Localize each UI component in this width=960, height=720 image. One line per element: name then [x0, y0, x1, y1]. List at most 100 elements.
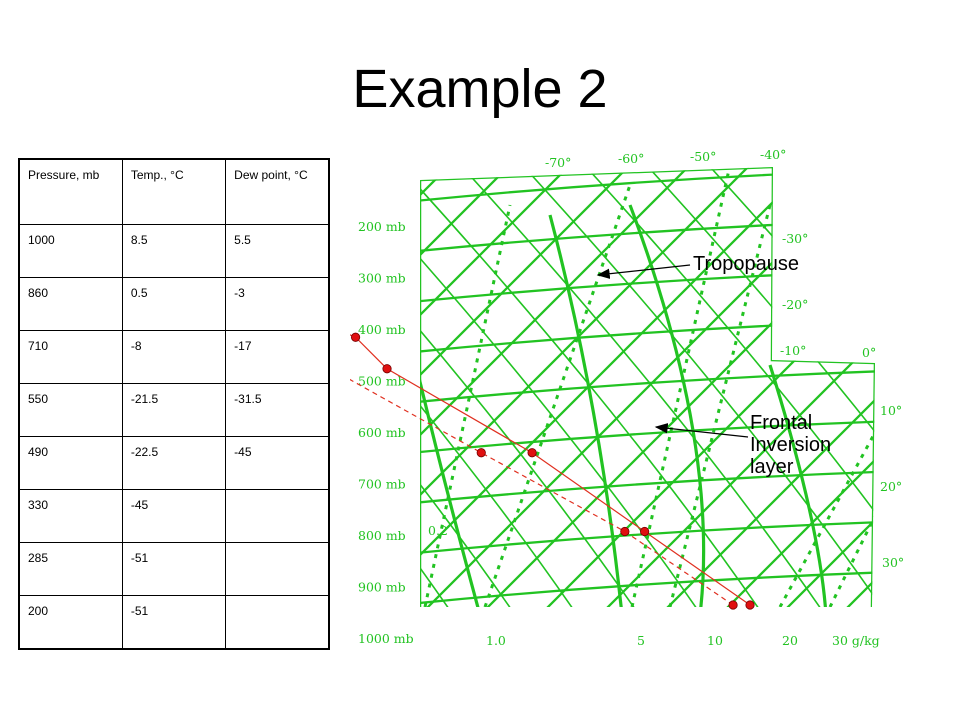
pressure-label: 700 mb: [358, 477, 406, 492]
moist-adiabat-line: [548, 214, 624, 607]
temperature-point: [350, 332, 361, 342]
mixing-ratio-label: 5: [637, 633, 645, 648]
annotation-frontal-inversion: Frontal Inversion layer: [750, 412, 832, 478]
tropopause-arrow: [596, 264, 691, 279]
isotherm-label-right: 20°: [880, 479, 902, 494]
isotherm-line: [420, 167, 771, 607]
isobar-line: [420, 469, 875, 505]
cell-temperature: 0.5: [121, 277, 227, 331]
cell-temperature: -51: [121, 542, 227, 596]
isobar-line: [420, 419, 875, 455]
table-row: 200-51: [18, 595, 330, 650]
table-row: 330-45: [18, 489, 330, 543]
pressure-label: 300 mb: [358, 271, 406, 286]
pressure-label: 800 mb: [358, 528, 406, 543]
table-row: 285-51: [18, 542, 330, 596]
slide-title: Example 2: [352, 59, 608, 119]
cell-dew-point: 5.5: [225, 224, 330, 278]
mixing-ratio-line: [483, 184, 632, 607]
temperature-point: [640, 526, 650, 537]
cell-pressure: 490: [18, 436, 123, 490]
pressure-label: 1000 mb: [358, 631, 414, 646]
mixing-ratio-line: [778, 404, 875, 607]
table-row: 550-21.5-31.5: [18, 383, 330, 437]
isotherm-line: [589, 167, 875, 607]
pressure-label: 900 mb: [358, 580, 406, 595]
cell-dew-point: [225, 542, 330, 596]
cell-dew-point: -17: [225, 330, 330, 384]
cell-temperature: 8.5: [121, 224, 227, 278]
cell-temperature: -45: [121, 489, 227, 543]
table-row: 710-8-17: [18, 330, 330, 384]
table-header-row: Pressure, mb Temp., °C Dew point, °C: [18, 158, 330, 225]
mixing-ratio-label: 30 g/kg: [832, 633, 880, 648]
isotherm-line: [420, 167, 531, 607]
cell-pressure: 285: [18, 542, 123, 596]
temperature-point: [745, 600, 755, 610]
chart-border: [420, 167, 875, 607]
column-header-temperature: Temp., °C: [121, 158, 227, 225]
cell-dew-point: [225, 489, 330, 543]
isobar-line: [420, 318, 875, 355]
pressure-label: 200 mb: [358, 219, 406, 234]
isotherm-label-top: -70°: [545, 155, 571, 170]
table-row: 490-22.5-45: [18, 436, 330, 490]
dry-adiabat-line: [503, 167, 875, 607]
dry-adiabat-line: [565, 167, 875, 607]
isotherm-label-right: -30°: [782, 231, 808, 246]
cell-dew-point: -3: [225, 277, 330, 331]
isobar-line: [420, 519, 875, 556]
dry-adiabat-line: [420, 167, 709, 607]
cell-temperature: -8: [121, 330, 227, 384]
dew-point-point: [476, 448, 486, 458]
cell-pressure: 710: [18, 330, 123, 384]
isotherm-label-top: -50°: [690, 149, 716, 164]
cell-pressure: 330: [18, 489, 123, 543]
dry-adiabat-line: [420, 167, 523, 607]
isotherm-label-top: -60°: [618, 151, 644, 166]
moist-adiabat-line: [768, 364, 828, 607]
dew-point-point: [620, 526, 630, 537]
isotherm-line: [709, 167, 875, 607]
cell-dew-point: [225, 595, 330, 650]
isotherm-line: [529, 167, 875, 607]
mixing-ratio-label: 20: [782, 633, 798, 648]
thermo-grid: [420, 145, 910, 625]
dew-point-point: [728, 600, 738, 610]
cell-temperature: -21.5: [121, 383, 227, 437]
mixing-ratio-label: 0.2: [428, 523, 448, 538]
temperature-point: [527, 448, 537, 458]
inversion-arrow: [654, 423, 749, 438]
mixing-ratio-label: 1.0: [486, 633, 506, 648]
isotherm-line: [420, 167, 651, 607]
annotation-arrows: [596, 264, 749, 438]
temperature-profile-line: [350, 334, 751, 606]
dry-adiabat-line: [689, 167, 875, 607]
dry-adiabat-line: [876, 145, 910, 625]
dry-adiabat-line: [420, 167, 585, 607]
sounding-profiles: [350, 332, 755, 610]
cell-temperature: -51: [121, 595, 227, 650]
cell-temperature: -22.5: [121, 436, 227, 490]
cell-dew-point: -45: [225, 436, 330, 490]
pressure-label: 500 mb: [358, 374, 406, 389]
isotherm-line: [769, 167, 875, 607]
column-header-pressure: Pressure, mb: [18, 158, 123, 225]
cell-pressure: 200: [18, 595, 123, 650]
isotherm-line: [420, 167, 591, 607]
pressure-label: 600 mb: [358, 425, 406, 440]
dry-adiabat-line: [420, 167, 771, 607]
cell-pressure: 1000: [18, 224, 123, 278]
moist-adiabat-line: [420, 204, 482, 607]
isotherm-line: [649, 167, 875, 607]
isobar-line: [420, 570, 875, 606]
isotherm-label-right: 30°: [882, 555, 904, 570]
isotherm-label-right: -20°: [782, 297, 808, 312]
mixing-ratio-label: 10: [707, 633, 723, 648]
dry-adiabat-line: [420, 167, 647, 607]
isotherm-label-top: -40°: [760, 147, 786, 162]
